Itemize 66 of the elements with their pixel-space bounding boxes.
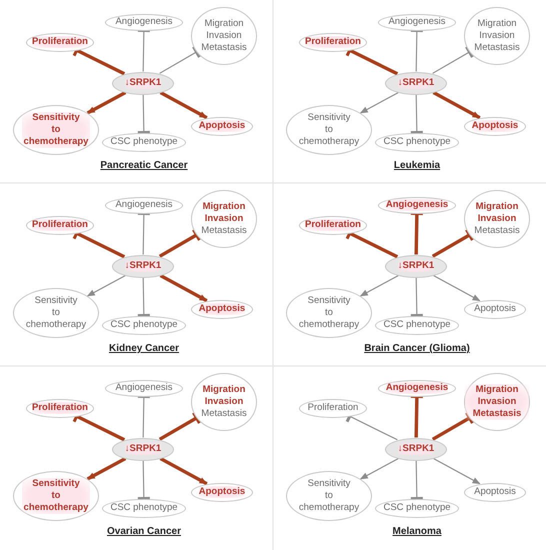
arrow [433,458,480,484]
node-label: Apoptosis [198,486,246,498]
node-label: Migration Invasion Metastasis [200,18,248,54]
arrow [432,91,481,120]
node-label: Migration Invasion Metastasis [200,201,248,237]
outcome-ellipse [286,471,372,521]
node-label: ↓SRPK1 [398,443,434,455]
node-label: Apoptosis [472,120,518,132]
node-label: Apoptosis [198,303,246,315]
node-label: Sensitivity to chemotherapy [22,112,90,148]
node-label: CSC phenotype [383,319,451,331]
node-label: Angiogenesis [386,382,448,394]
arrow [160,91,208,120]
node-label: Proliferation [32,36,88,48]
node-label: Sensitivity to chemotherapy [298,112,360,148]
node-label: Proliferation [32,402,88,414]
panel-title: Pancreatic Cancer [100,160,188,171]
node-label: Apoptosis [474,486,516,498]
panel-title: Ovarian Cancer [107,526,181,537]
node-label: Apoptosis [474,303,516,315]
node-label: Proliferation [308,402,358,414]
panel-title: Kidney Cancer [108,343,180,354]
outcome-ellipse [286,105,372,155]
panel-title: Leukemia [394,160,440,171]
outcome-ellipse [13,105,99,155]
node-label: Sensitivity to chemotherapy [22,478,90,514]
node-label: CSC phenotype [383,502,451,514]
outcome-ellipse [13,288,99,338]
arrow [360,92,399,114]
arrow [433,275,480,302]
node-label: Migration Invasion Metastasis [473,201,521,237]
node-label: CSC phenotype [110,319,178,331]
node-label: Angiogenesis [386,199,448,211]
node-label: CSC phenotype [110,502,178,514]
arrow [160,457,208,486]
node-label: Proliferation [32,219,88,231]
node-label: Migration Invasion Metastasis [465,384,529,420]
node-label: ↓SRPK1 [398,77,434,89]
arrow [86,90,126,114]
node-label: ↓SRPK1 [398,260,434,272]
panel-title: Brain Cancer (Glioma) [364,343,470,354]
node-label: Proliferation [305,36,361,48]
node-label: Angiogenesis [388,16,446,28]
node-label: Angiogenesis [115,16,173,28]
node-label: Sensitivity to chemotherapy [298,478,360,514]
arrow [360,275,399,296]
node-label: Proliferation [305,219,361,231]
node-label: Migration Invasion Metastasis [200,384,248,420]
node-label: Sensitivity to chemotherapy [24,295,88,331]
arrow [86,275,126,296]
node-label: Angiogenesis [115,199,173,211]
arrow [86,456,126,480]
node-label: Angiogenesis [115,382,173,394]
node-label: Apoptosis [198,120,246,132]
arrow [360,458,399,480]
panel-title: Melanoma [392,526,442,537]
outcome-ellipse [13,471,99,521]
node-label: Sensitivity to chemotherapy [298,295,360,331]
arrow [160,274,208,302]
node-label: Migration Invasion Metastasis [473,18,521,54]
node-label: CSC phenotype [110,136,178,148]
node-label: ↓SRPK1 [124,443,162,455]
outcome-ellipse [286,288,372,338]
node-label: CSC phenotype [383,136,451,148]
node-label: ↓SRPK1 [124,260,162,272]
node-label: ↓SRPK1 [124,77,162,89]
